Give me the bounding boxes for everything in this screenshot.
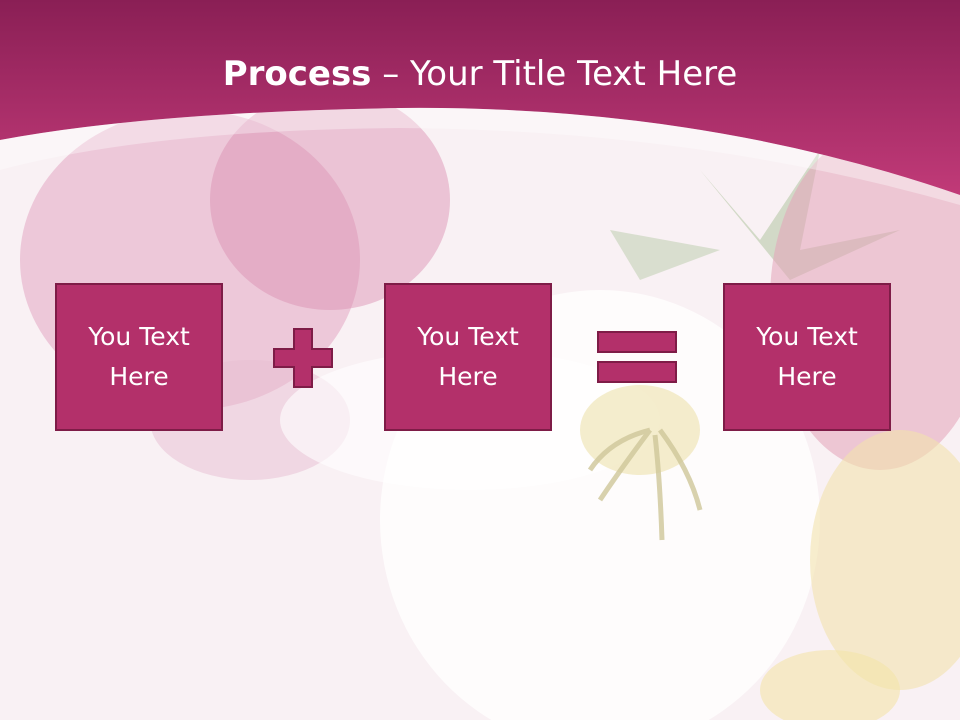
process-box-1-text: You Text Here	[88, 322, 190, 391]
process-box-1[interactable]: You Text Here	[55, 283, 223, 431]
process-box-2[interactable]: You Text Here	[384, 283, 552, 431]
slide-title: Process – Your Title Text Here	[0, 52, 960, 96]
process-box-2-text: You Text Here	[417, 322, 519, 391]
plus-icon	[273, 328, 333, 388]
process-box-3-text: You Text Here	[756, 322, 858, 391]
process-box-3[interactable]: You Text Here	[723, 283, 891, 431]
equals-icon	[597, 331, 677, 383]
title-rest: – Your Title Text Here	[371, 54, 738, 94]
title-bold: Process	[222, 54, 372, 94]
